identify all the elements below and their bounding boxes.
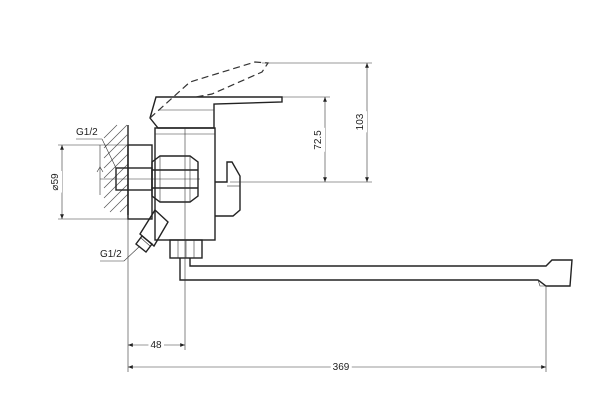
dim-48-label: 48	[150, 340, 162, 351]
dim-369	[128, 286, 547, 372]
dim-diameter	[58, 144, 128, 220]
dim-diameter-label-bg	[49, 170, 62, 193]
dim-72-5-label-bg	[312, 127, 325, 152]
dim-103-label: 103	[355, 113, 366, 130]
dim-103-label-bg	[354, 111, 367, 133]
lever-handle	[149, 96, 283, 129]
wall-flange	[127, 144, 153, 220]
lever-handle-open-position	[149, 61, 270, 119]
dim-369-label: 369	[333, 362, 350, 373]
g12-top-label: G1/2	[76, 127, 98, 138]
dim-72-5-label: 72.5	[313, 130, 324, 150]
g12-top-leader	[76, 138, 117, 169]
dim-103	[230, 62, 372, 183]
dim-369-label-bg	[330, 361, 352, 374]
shower-outlet	[135, 208, 169, 253]
dim-diameter-label: ⌀59	[50, 173, 61, 191]
dim-48-label-bg	[148, 339, 164, 352]
eccentric-offset-arrow	[96, 145, 104, 195]
g12-bottom-label: G1/2	[100, 249, 122, 260]
swivel-spout	[179, 258, 573, 287]
spout-nut	[169, 239, 203, 259]
g12-bottom-leader	[100, 245, 141, 262]
diverter-switch	[215, 161, 241, 217]
